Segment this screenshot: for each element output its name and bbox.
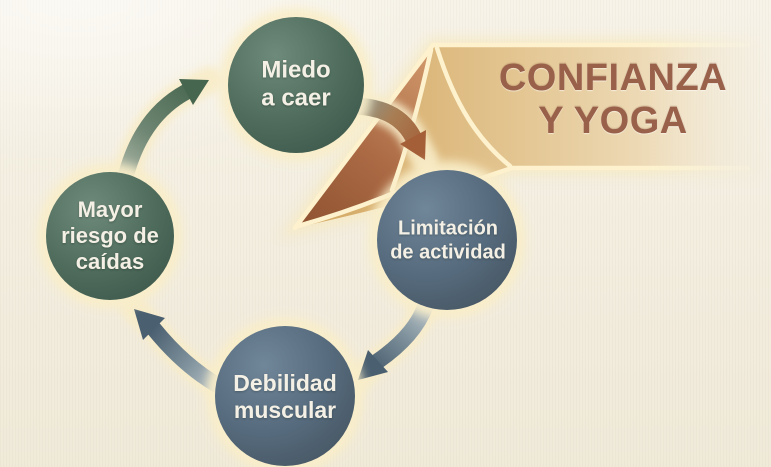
node-circle-limitacion-de-actividad bbox=[377, 170, 517, 310]
arrow-mayor-to-miedo bbox=[112, 66, 223, 189]
arrow-body bbox=[118, 84, 194, 183]
node-limitacion-de-actividad bbox=[368, 161, 526, 319]
arrow-debilidad-to-mayor bbox=[120, 295, 233, 400]
arrow-head bbox=[358, 350, 388, 380]
banner-edges bbox=[292, 42, 751, 231]
node-debilidad-muscular bbox=[206, 317, 364, 467]
arrow-head bbox=[134, 309, 165, 340]
node-circle-debilidad-muscular bbox=[215, 326, 355, 466]
arrow-limitacion-to-debilidad bbox=[344, 293, 439, 394]
node-circle-miedo-a-caer bbox=[228, 17, 364, 153]
node-miedo-a-caer bbox=[219, 8, 373, 162]
arrow-head bbox=[179, 79, 209, 105]
arrow-head bbox=[400, 130, 426, 160]
node-mayor-riesgo-de-caidas bbox=[37, 163, 183, 309]
node-circle-mayor-riesgo-de-caidas bbox=[46, 172, 174, 300]
